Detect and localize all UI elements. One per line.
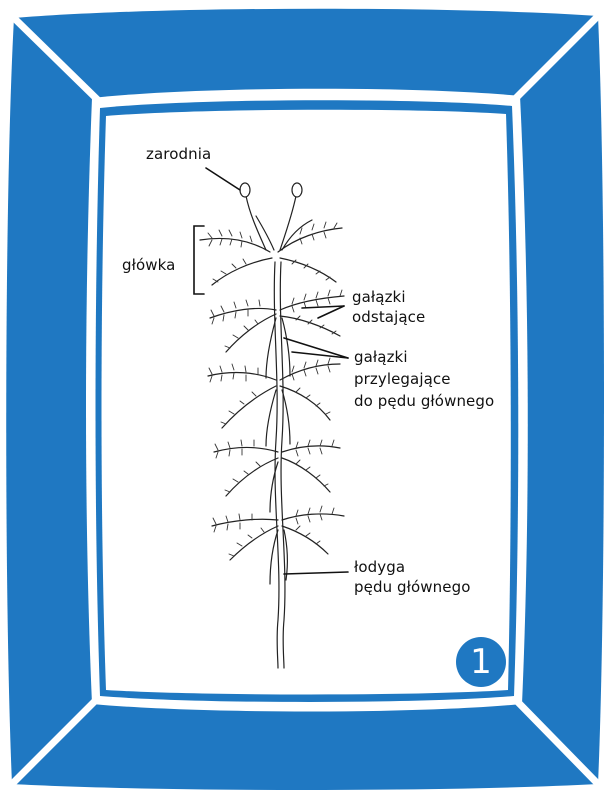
- label-galazki-przylegajace-3: do pędu głównego: [354, 392, 494, 411]
- label-galazki-przylegajace-1: gałązki: [354, 348, 408, 367]
- label-lodyga-2: pędu głównego: [354, 578, 471, 597]
- label-galazki-odstajace-1: gałązki: [352, 288, 406, 307]
- label-glowka: główka: [122, 256, 175, 275]
- label-galazki-odstajace-2: odstające: [352, 308, 425, 327]
- label-lodyga-1: łodyga: [354, 558, 405, 577]
- label-zarodnia: zarodnia: [146, 145, 211, 164]
- number-badge: 1: [456, 637, 506, 687]
- badge-number: 1: [470, 645, 492, 679]
- label-galazki-przylegajace-2: przylegające: [354, 370, 451, 389]
